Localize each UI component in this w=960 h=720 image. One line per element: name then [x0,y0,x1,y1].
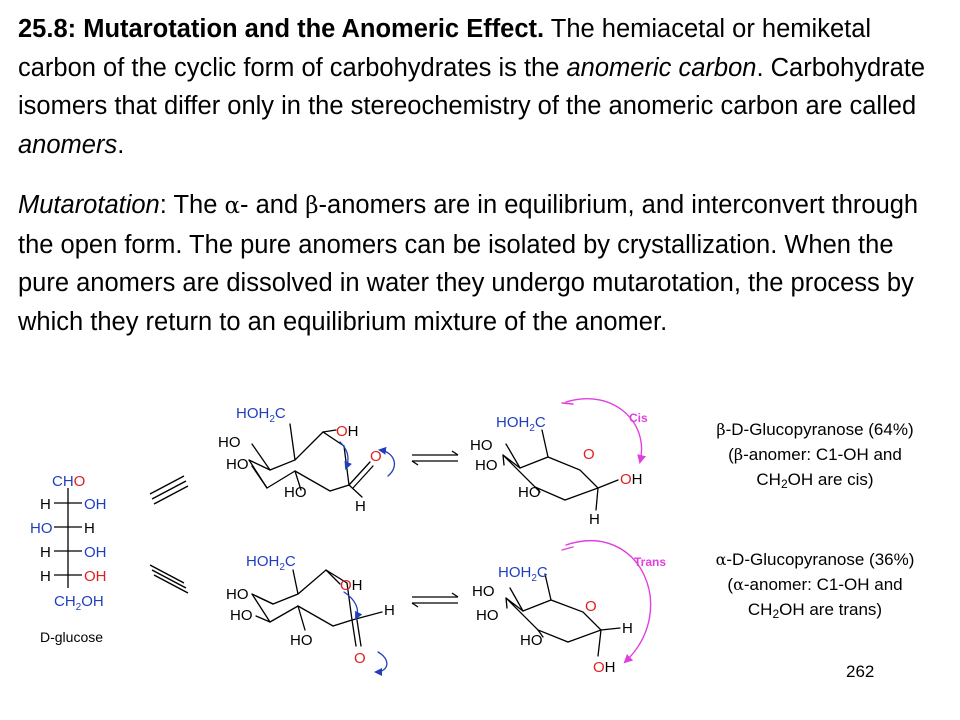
fischer-top-o: O [74,473,86,490]
term-anomeric-carbon: anomeric carbon [566,53,757,82]
trans-label: Trans [634,555,666,569]
page-number: 262 [846,662,875,681]
fischer-bottom-ch: CH [54,593,76,610]
beta-caption: β-D-Glucopyranose (64%) (β-anomer: C1-OH… [716,420,914,491]
beta-ho-3: HO [518,484,541,501]
alpha-ho-3: HO [520,632,543,649]
mutarotation-paragraph: Mutarotation: The α- and β-anomers are i… [18,186,948,341]
top-open-hoh2c: HOH [236,405,269,422]
open-chain-top: HOH2C OH HO HO HO O H [218,405,396,515]
beta-caption-symbol: β [716,420,726,439]
fischer-row3-right: OH [84,544,107,561]
beta-caption-line2: -anomer: C1-OH and [743,445,902,464]
beta-ring-o: O [583,446,595,463]
fischer-row4-right: OH [84,568,107,585]
alpha-caption: α-D-Glucopyranose (36%) (α-anomer: C1-OH… [715,550,915,621]
alpha-ring-o: O [585,598,597,615]
intro-text-1: The hemiacetal or hemiketal carbon of th… [18,15,872,82]
beta-anomeric-o: O [620,471,632,488]
intro-paragraph: 25.8: Mutarotation and the Anomeric Effe… [18,10,948,164]
top-open-carbonyl-o: O [370,448,382,465]
cis-label: Cis [629,411,648,425]
svg-text:OH: OH [340,577,363,594]
fischer-row1-right: OH [84,496,107,513]
intro-text-3: . [117,130,125,159]
svg-text:OH: OH [593,659,616,676]
fischer-top-ch: CH [52,473,74,490]
fischer-projection: CHO H OH HO H H OH H OH CH2OH D-glucose [30,473,107,645]
top-open-o: O [336,423,348,440]
alpha-h: H [622,620,633,637]
mutarotation-text-2: - and [240,191,306,219]
open-chain-bottom: HOH2C OH HO HO HO H O [226,553,395,676]
fischer-row2-right: H [84,520,95,537]
alpha-ho-2: HO [476,607,499,624]
bottom-open-h: H [384,602,395,619]
alpha-anomeric-o: O [593,659,605,676]
top-open-ho-1: HO [218,434,241,451]
top-open-ho-2: HO [226,456,249,473]
svg-text:CHO: CHO [52,473,85,490]
svg-text:HOH2C: HOH2C [496,414,546,434]
fischer-caption: D-glucose [40,629,103,645]
beta-ho-1: HO [470,437,493,454]
top-open-ho-3: HO [284,484,307,501]
term-mutarotation: Mutarotation [18,191,160,219]
fischer-bottom-oh: OH [81,593,104,610]
beta-caption-line1: -D-Glucopyranose (64%) [725,420,914,439]
alpha-pyranose: HOH2C HO HO HO O H OH Trans [472,540,666,676]
bottom-open-ho-2: HO [230,607,253,624]
equilibrium-arrows [411,450,459,608]
bottom-open-hoh2c: HOH [246,553,279,570]
intro-text-2: . Carbohydrate isomers that differ only … [18,53,926,121]
beta-caption-line3: OH are cis) [787,470,874,489]
svg-text:CH2OH: CH2OH [54,593,104,613]
svg-text:OH: OH [620,471,643,488]
connector-marks [149,475,189,594]
alpha-ho-1: HO [472,583,495,600]
bottom-open-ho-3: HO [290,632,313,649]
svg-text:OH: OH [336,423,359,440]
fischer-row1-left: H [40,496,51,513]
term-anomers: anomers [18,130,118,159]
alpha-caption-line2: -anomer: C1-OH and [743,575,903,594]
bottom-open-ho-1: HO [226,586,249,603]
beta-ho-2: HO [475,457,498,474]
svg-text:HOH2C: HOH2C [236,405,286,425]
bottom-open-o: O [340,577,352,594]
section-heading: 25.8: Mutarotation and the Anomeric Effe… [18,15,545,43]
alpha-symbol: α [224,193,241,219]
beta-symbol: β [305,193,319,219]
mutarotation-text-1: : The [159,191,225,219]
beta-h: H [589,511,600,528]
fischer-bottom-sub: 2 [76,602,82,613]
bottom-open-carbonyl-o: O [354,650,366,667]
beta-hoh2c: HOH [496,414,529,431]
alpha-hoh2c: HOH [498,564,531,581]
fischer-row4-left: H [40,568,51,585]
svg-text:HOH2C: HOH2C [246,553,296,573]
alpha-caption-line3: OH are trans) [779,600,883,619]
fischer-row3-left: H [40,544,51,561]
top-open-h: H [355,498,366,515]
alpha-caption-symbol: α [715,550,727,569]
mutarotation-text-3: -anomers are in equilibrium, and interco… [18,191,919,336]
alpha-caption-line1: -D-Glucopyranose (36%) [726,550,915,569]
beta-pyranose: HOH2C HO HO HO O OH H Cis [470,397,648,528]
fischer-row2-left: HO [30,520,53,537]
svg-text:HOH2C: HOH2C [498,564,548,584]
